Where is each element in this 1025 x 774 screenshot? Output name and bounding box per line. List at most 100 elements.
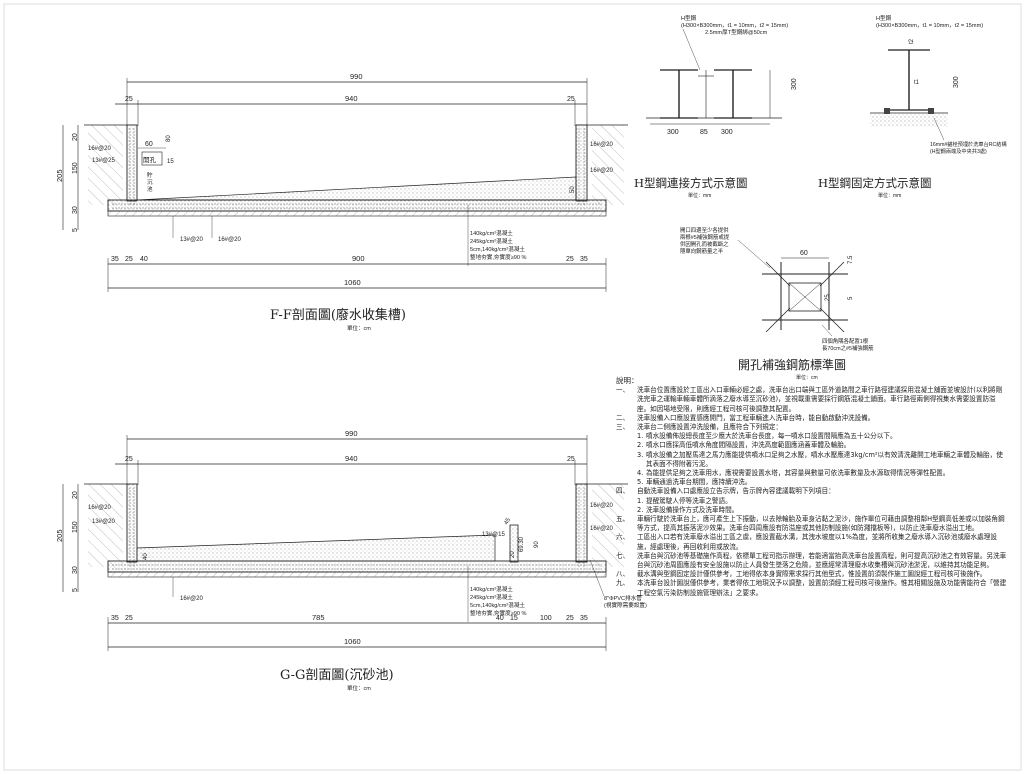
hfix-label-1: H型鋼 — [876, 14, 892, 22]
note-sub-text: 提醒駕駛人停等洗車之警語。 — [646, 496, 732, 505]
note-sub-number: 2. — [637, 505, 644, 514]
opening-note-2: 兩根#5補強鋼筋或提 — [680, 233, 730, 241]
gg-weir-wall — [509, 524, 519, 563]
note-text: 洗車設備入口應設置感應開門，當工程車輛進入洗車台時，能自動啟動沖洗設備。 — [637, 413, 875, 422]
hfix-t2: t2 — [909, 38, 915, 44]
gg-rebar-16-right: 16#@20 — [590, 503, 613, 509]
note-sub-number: 4. — [637, 469, 644, 478]
note-item: 七、洗車台與沉砂池等基礎施作高程，依標單工程司指示辦理，若能適當抬高洗車台設置高… — [616, 552, 1008, 570]
gg-dim-30: 30 — [72, 566, 79, 574]
ff-dim-30: 30 — [72, 206, 79, 214]
gg-dim-20-left: 20 — [72, 491, 79, 499]
gg-concrete-4: 整地夯實,夯實度≥90 % — [470, 609, 527, 617]
note-text: 截水溝與型鋼固定設計僅供參考，工地得依本身實際需求採行其他型式，惟設置前須製作施… — [637, 570, 987, 579]
note-number: 六、 — [616, 533, 630, 542]
ff-dim-940: 940 — [345, 94, 358, 103]
gg-b-100: 100 — [540, 615, 552, 622]
gg-rebar-13-mid: 13#@15 — [482, 532, 505, 538]
ff-left-wall — [126, 124, 138, 202]
ff-b-40: 40 — [140, 256, 148, 263]
gg-dim-205: 205 — [55, 529, 64, 542]
ff-dim-50: 50 — [570, 186, 576, 193]
hconn-label-1: H型鋼 — [681, 14, 697, 22]
gg-b-40: 40 — [496, 615, 504, 622]
gg-dim-25-left: 25 — [125, 456, 133, 463]
gg-rebar-13-left: 13#@20 — [92, 519, 115, 525]
notes-heading: 說明： — [616, 376, 639, 385]
opening-note-1: 開口四邊至少各提供 — [680, 226, 729, 234]
note-item: 五、車輛行駛於洗車台上，應可產生上下振動，以去除輪胎及車身沾黏之泥沙，施作單位可… — [616, 515, 1008, 533]
gg-dim-90: 90 — [534, 541, 540, 548]
note-item: 三、洗車台二側應設置沖洗設備，且應符合下列規定： — [616, 423, 1008, 432]
h-fix-detail: H型鋼 (H300×B300mm，t1 = 10mm，t2 = 15mm) t2… — [818, 14, 1007, 199]
ff-dim-15: 15 — [167, 159, 174, 165]
hconn-dim-300-b: 300 — [721, 129, 733, 136]
note-item: 四、自動洗車設備入口處應設立告示牌，告示牌內容建議載明下列項目： — [616, 487, 1008, 496]
note-text: 洗車台與沉砂池等基礎施作高程，依標單工程司指示辦理，若能適當抬高洗車台設置高程，… — [637, 551, 1007, 570]
ff-tank-label-a: 貯 — [147, 171, 153, 179]
ff-dim-990: 990 — [350, 72, 363, 81]
note-item: 一、洗車台位置應設於工區出入口車輛必經之處，洗車台出口端與工區外道路間之車行路徑… — [616, 386, 1008, 414]
gg-base-slab — [107, 560, 607, 573]
hfix-title: H型鋼固定方式示意圖 — [818, 176, 932, 190]
opening-unit: 單位：cm — [796, 374, 818, 381]
gg-dim-45: 45 — [504, 517, 513, 526]
opening-dim-7-5: 7.5 — [848, 255, 854, 264]
gg-dim-990: 990 — [345, 429, 358, 438]
gg-right-wall — [575, 483, 588, 563]
ff-dim-5: 5 — [72, 228, 79, 232]
gg-title: G-G剖面圖(沉砂池) — [280, 668, 394, 683]
hconn-label-3: 2.5mm厚T型鋼綁@50cm — [705, 28, 768, 36]
ff-dim-80: 80 — [166, 135, 172, 142]
gg-concrete-2: 245kg/cm²混凝土 — [470, 593, 513, 601]
note-number: 四、 — [616, 487, 630, 496]
ff-section: 990 25 940 25 開孔 15 貯 沉 池 60 — [55, 72, 628, 332]
hfix-unit: 單位：mm — [878, 192, 901, 199]
note-number: 三、 — [616, 423, 630, 432]
gg-rebar-16-left: 16#@20 — [88, 505, 111, 511]
note-sub-text: 為能提供足夠之洗車用水，應視需要設置水塔，其容量與數量可依洗車數量及水源取得情況… — [646, 469, 950, 478]
opening-note-5: 四個角隅各配置1根 — [822, 337, 869, 345]
gg-concrete-3: 5cm,140kg/cm²混凝土 — [470, 601, 525, 609]
ff-base-slab — [107, 199, 607, 212]
note-sub-number: 3. — [637, 450, 644, 459]
gg-left-wall — [126, 483, 138, 563]
note-number: 二、 — [616, 413, 630, 422]
gg-dim-40: 40 — [143, 553, 149, 560]
note-number: 七、 — [616, 551, 630, 560]
opening-title: 開孔補強鋼筋標準圖 — [738, 357, 846, 372]
gg-b-25b: 25 — [566, 615, 574, 622]
note-number: 五、 — [616, 515, 630, 524]
note-sub-text: 噴水設備佈設總長度至少應大於洗車台長度，每一噴水口設置間隔應為五十公分以下。 — [646, 432, 897, 441]
gg-rebar-16-bottom: 16#@20 — [180, 596, 203, 602]
note-item: 六、工區出入口若有洗車廢水溢出工區之虞，應設置截水溝，其洩水坡度以1%為度，並將… — [616, 533, 1008, 551]
hconn-label-2: (H300×B300mm，t1 = 10mm，t2 = 15mm) — [681, 23, 788, 29]
opening-dim-5: 5 — [848, 296, 854, 300]
note-sub-text: 噴水口應採高低噴水角度間隔設置，沖洗高度範圍應涵蓋車體及輪胎。 — [646, 441, 851, 450]
opening-note-3: 供因開孔而被截斷之 — [680, 240, 729, 248]
hfix-anchor-2: (H型鋼兩端及中央共3處) — [930, 147, 987, 155]
ff-tank-label-c: 池 — [147, 185, 153, 193]
gg-concrete-1: 140kg/cm²混凝土 — [470, 585, 513, 593]
note-text: 車輛行駛於洗車台上，應可產生上下振動，以去除輪胎及車身沾黏之泥沙，施作單位可藉由… — [637, 515, 1005, 533]
ff-concrete-2: 245kg/cm²混凝土 — [470, 237, 513, 245]
gg-slope-fill — [136, 534, 496, 562]
ff-concrete-4: 整地夯實,夯實度≥90 % — [470, 253, 527, 261]
opening-dim-25: 25 — [825, 294, 831, 301]
hfix-t1: t1 — [914, 80, 920, 86]
note-sub-text: 噴水設備之加壓馬達之馬力應能提供噴水口足夠之水壓，噴水水壓應達3kg/cm²以有… — [646, 450, 1003, 468]
gg-dim-1060: 1060 — [344, 637, 361, 646]
hconn-dim-300-a: 300 — [667, 129, 679, 136]
gg-b-15: 15 — [510, 615, 518, 622]
note-sub-text: 洗車設備操作方式及洗車時間。 — [646, 505, 739, 514]
ff-dim-60: 60 — [145, 141, 153, 148]
ff-b-900: 900 — [352, 254, 365, 263]
ff-concrete-1: 140kg/cm²混凝土 — [470, 229, 513, 237]
note-sub-text: 車輛通過洗車台期間，應持續沖洗。 — [646, 478, 752, 487]
ff-dim-25-right: 25 — [567, 96, 575, 103]
ff-dim-20: 20 — [72, 133, 79, 141]
ff-dim-1060: 1060 — [344, 278, 361, 287]
note-item: 二、洗車設備入口應設置感應開門，當工程車輛進入洗車台時，能自動啟動沖洗設備。 — [616, 414, 1008, 423]
ff-b-25b: 25 — [566, 256, 574, 263]
gg-dim-20: 20 — [510, 551, 516, 558]
